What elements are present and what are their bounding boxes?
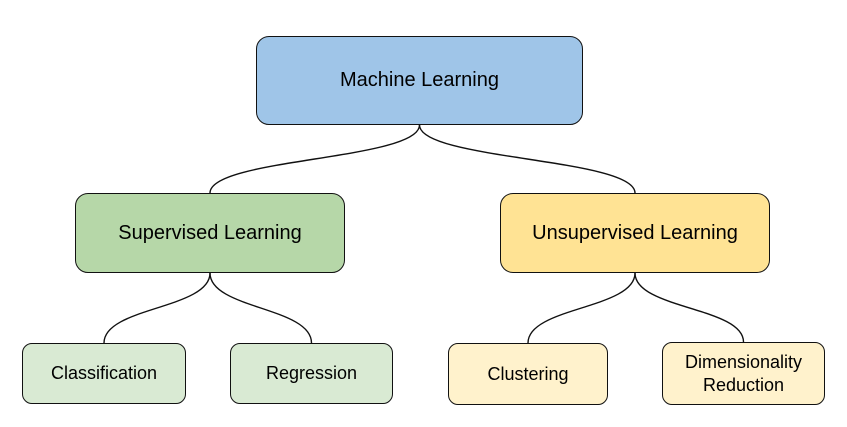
connector-root-to-unsupervised <box>418 124 636 194</box>
node-clustering: Clustering <box>448 343 608 405</box>
node-classification-label: Classification <box>50 363 158 383</box>
node-unsupervised-learning-label: Unsupervised Learning <box>532 221 738 244</box>
connector-unsupervised-to-clustering <box>527 272 636 344</box>
node-supervised-learning: Supervised Learning <box>75 193 345 273</box>
node-clustering-label: Clustering <box>487 363 569 384</box>
node-dimensionality-reduction-label: Dimensionality Reduction <box>684 351 803 395</box>
node-regression: Regression <box>230 343 393 404</box>
node-machine-learning: Machine Learning <box>256 36 583 125</box>
node-machine-learning-label: Machine Learning <box>340 69 499 91</box>
node-unsupervised-learning: Unsupervised Learning <box>500 193 770 273</box>
node-regression-label: Regression <box>265 363 358 383</box>
node-classification: Classification <box>22 343 186 404</box>
connector-supervised-to-classification <box>103 272 211 344</box>
connector-supervised-to-regression <box>209 272 313 344</box>
connector-unsupervised-to-dimensionality <box>634 272 745 343</box>
node-dimensionality-reduction: Dimensionality Reduction <box>662 342 825 405</box>
node-supervised-learning-label: Supervised Learning <box>118 221 302 244</box>
connector-root-to-supervised <box>209 124 421 194</box>
